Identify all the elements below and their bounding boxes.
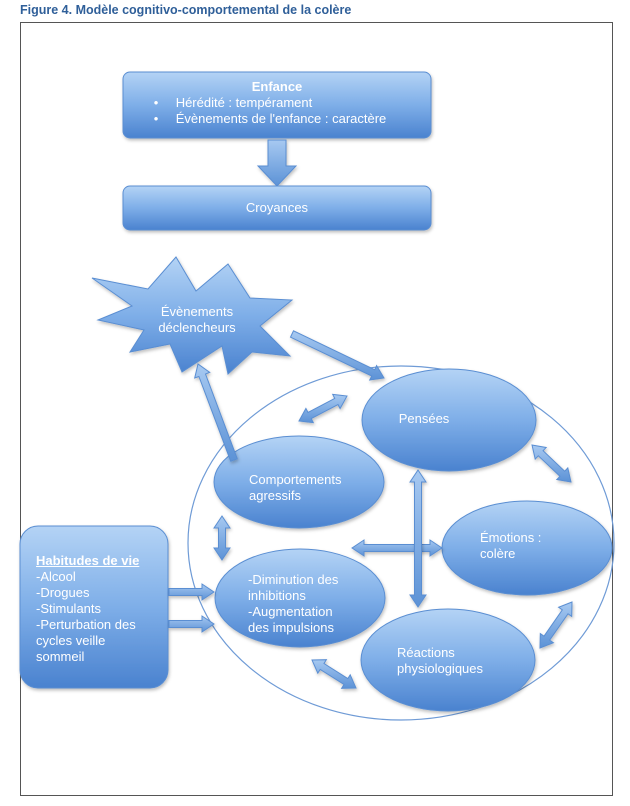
comportements-pensees-arrow	[298, 393, 348, 424]
diminution-line-1: inhibitions	[248, 588, 306, 603]
habitudes-line-5: sommeil	[36, 649, 85, 664]
evenements-line1: Évènements	[160, 304, 234, 319]
enfance-to-croyances-arrow	[256, 139, 298, 187]
reactions-label: Réactions physiologiques	[397, 645, 517, 677]
comportements-line1: Comportements	[249, 472, 342, 487]
comportements-diminution-arrow	[213, 515, 231, 561]
reactions-line2: physiologiques	[397, 661, 484, 676]
habitudes-title: Habitudes de vie	[36, 553, 140, 568]
comportements-label: Comportements agressifs	[249, 472, 379, 504]
diminution-emotions-arrow	[351, 539, 443, 557]
enfance-title: Enfance	[251, 79, 303, 94]
pensees-reactions-arrow	[409, 469, 427, 608]
habitudes-line-1: -Drogues	[36, 585, 90, 600]
diminution-label: -Diminution des inhibitions -Augmentatio…	[248, 572, 378, 636]
diminution-reactions-arrow	[311, 659, 357, 689]
comportements-line2: agressifs	[249, 488, 302, 503]
diminution-line-2: -Augmentation	[248, 604, 333, 619]
habitudes-line-2: -Stimulants	[36, 601, 102, 616]
reactions-line1: Réactions	[397, 645, 455, 660]
evenements-starburst	[91, 256, 294, 375]
habitudes-to-diminution-arrow-1	[168, 583, 215, 601]
habitudes-line-3: -Perturbation des	[36, 617, 136, 632]
habitudes-to-diminution-arrow-2	[168, 615, 215, 633]
habitudes-box	[19, 525, 169, 689]
croyances-box	[122, 185, 432, 231]
emotions-line1: Émotions :	[480, 530, 542, 545]
emotions-reactions-arrow	[539, 601, 573, 649]
enfance-list: Hérédité : tempérament Évènements de l'e…	[154, 95, 387, 127]
habitudes-line-4: cycles veille	[36, 633, 106, 648]
pensees-emotions-arrow	[531, 444, 572, 483]
evenements-line2: déclencheurs	[158, 320, 236, 335]
evenements-to-pensees-arrow	[289, 330, 385, 381]
diminution-ellipse	[214, 548, 386, 648]
arrows-layer	[168, 330, 573, 689]
comportements-to-evenements-arrow	[194, 363, 238, 462]
croyances-label: Croyances	[245, 200, 309, 215]
enfance-item-evenements: Évènements de l'enfance : caractère	[154, 111, 387, 127]
enfance-item-heredite: Hérédité : tempérament	[154, 95, 387, 111]
emotions-line2: colère	[480, 546, 516, 561]
reactions-ellipse	[360, 608, 536, 712]
comportements-ellipse	[213, 435, 385, 529]
system-circle	[187, 365, 615, 721]
habitudes-label: Habitudes de vie -Alcool -Drogues -Stimu…	[36, 553, 164, 665]
diminution-line-3: des impulsions	[248, 620, 334, 635]
emotions-label: Émotions : colère	[480, 530, 590, 562]
pensees-label: Pensées	[398, 411, 450, 426]
figure-title: Figure 4. Modèle cognitivo-comportementa…	[20, 3, 352, 17]
diminution-line-0: -Diminution des	[248, 572, 339, 587]
enfance-label: Enfance Hérédité : tempérament Évènement…	[123, 79, 431, 127]
habitudes-line-0: -Alcool	[36, 569, 76, 584]
pensees-ellipse	[361, 368, 537, 472]
evenements-label: Évènements déclencheurs	[138, 304, 256, 336]
